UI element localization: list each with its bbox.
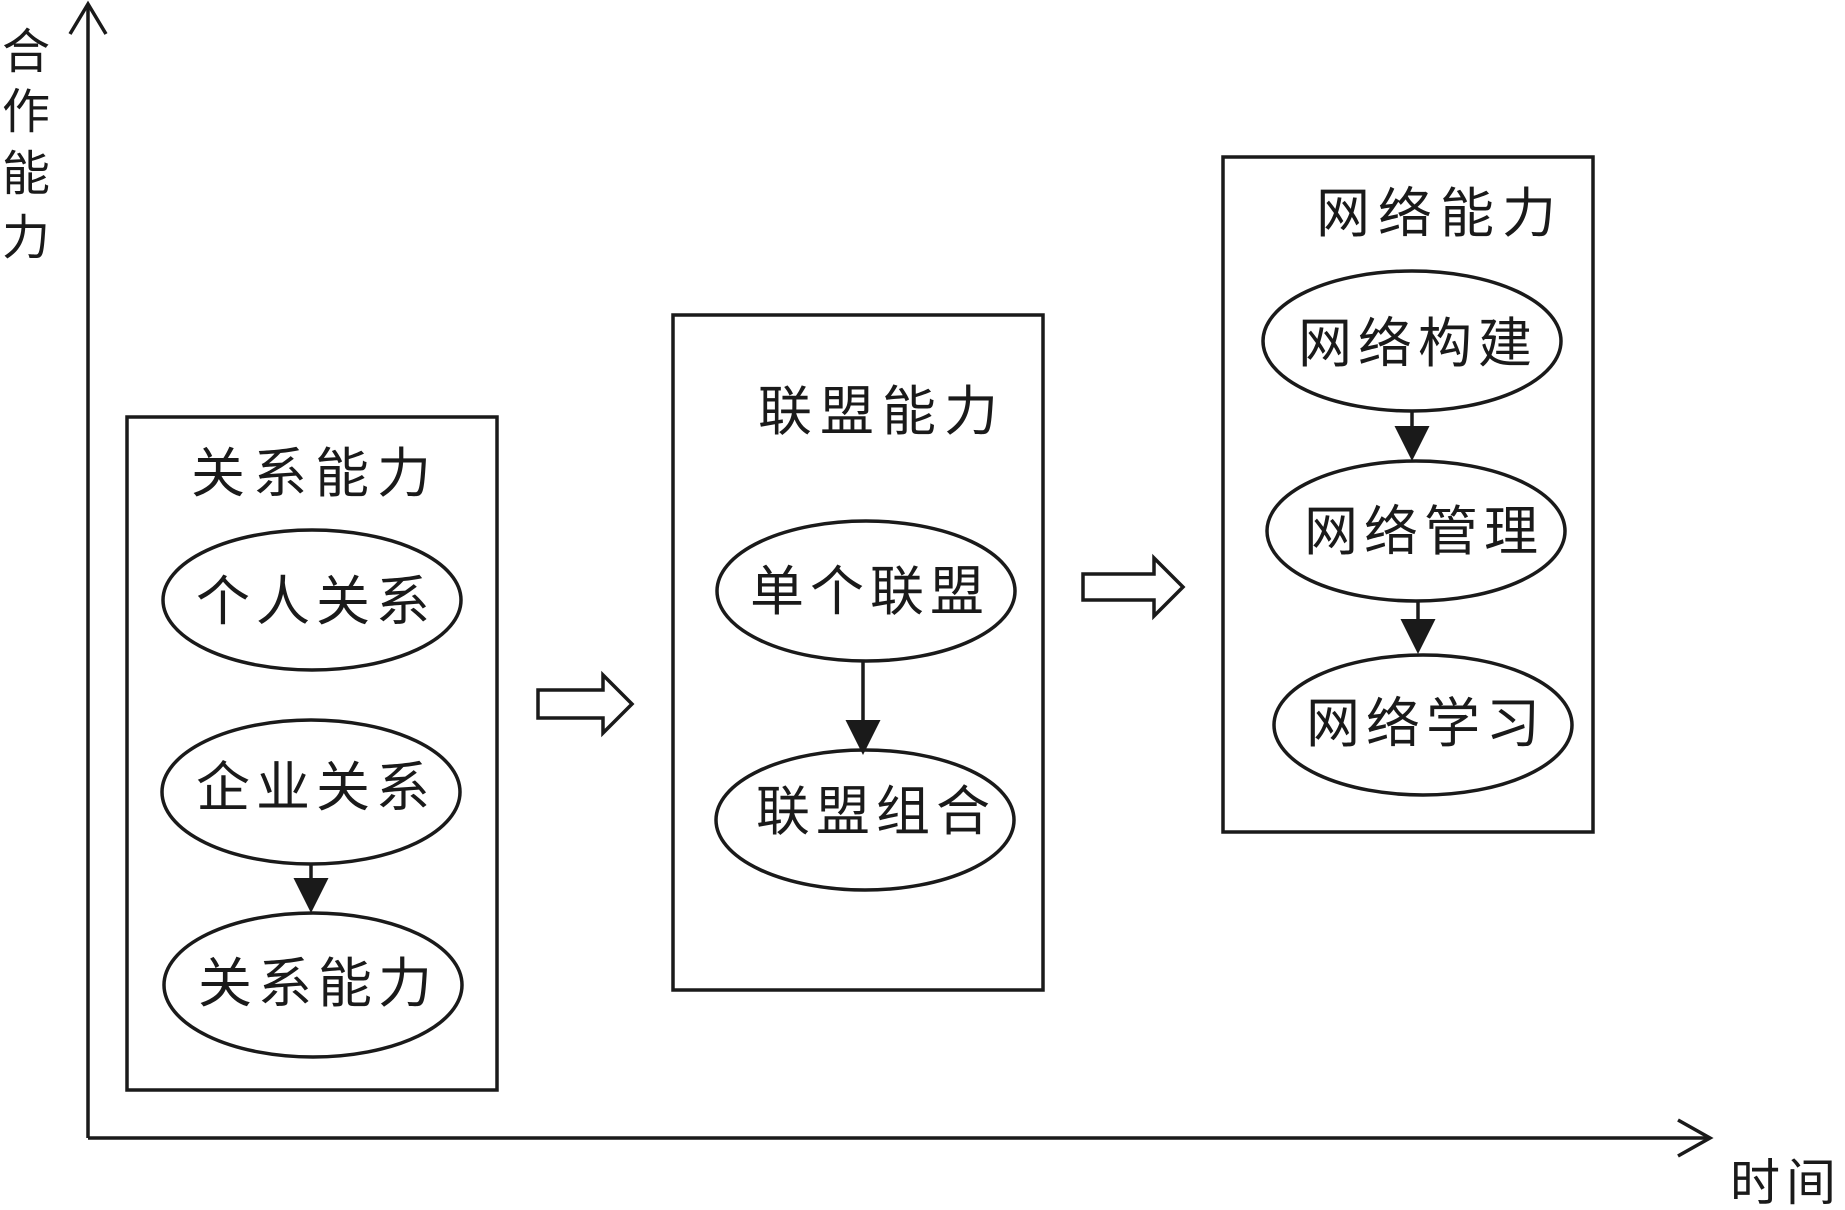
node-label: 关系能力 (198, 952, 438, 1015)
y-axis-label-char: 能 (2, 146, 50, 202)
stage-frame (1221, 155, 1595, 834)
node-ellipse (1265, 459, 1567, 603)
stage-transition-arrow (536, 670, 635, 738)
node-label: 网络构建 (1298, 312, 1538, 375)
node-ellipse (714, 748, 1016, 892)
y-axis-label-char: 力 (2, 210, 50, 266)
stage-alliance-box: 联盟能力 单个联盟 联盟组合 (671, 313, 1045, 992)
node-ellipse (1272, 653, 1574, 797)
y-axis-arrowhead (68, 0, 108, 35)
stage-relationship-box: 关系能力 个人关系 企业关系 关系能力 (125, 415, 499, 1092)
stage-frame (125, 415, 499, 1092)
node-label: 个人关系 (196, 570, 436, 633)
node-ellipse (161, 528, 463, 672)
y-axis-label-char: 合 (2, 24, 50, 80)
node-label: 联盟组合 (756, 780, 996, 843)
node-label: 单个联盟 (750, 560, 990, 623)
x-axis-label: 时间 (1730, 1154, 1842, 1210)
y-axis-label: 合 作 能 力 (2, 24, 50, 266)
stage-frame (671, 313, 1045, 992)
node-ellipse (715, 519, 1017, 663)
node-label: 网络学习 (1306, 692, 1546, 755)
stage-transition-arrow (1081, 553, 1186, 621)
y-axis-label-char: 作 (2, 84, 50, 140)
stage-title: 关系能力 (191, 442, 439, 505)
node-label: 网络管理 (1304, 500, 1544, 563)
stage-title: 网络能力 (1316, 182, 1564, 245)
x-axis-arrowhead (1677, 1118, 1714, 1158)
node-ellipse (162, 911, 464, 1059)
stage-network-box: 网络能力 网络构建 网络管理 网络学习 (1221, 155, 1595, 834)
node-label: 企业关系 (196, 756, 436, 819)
stage-title: 联盟能力 (758, 380, 1006, 443)
